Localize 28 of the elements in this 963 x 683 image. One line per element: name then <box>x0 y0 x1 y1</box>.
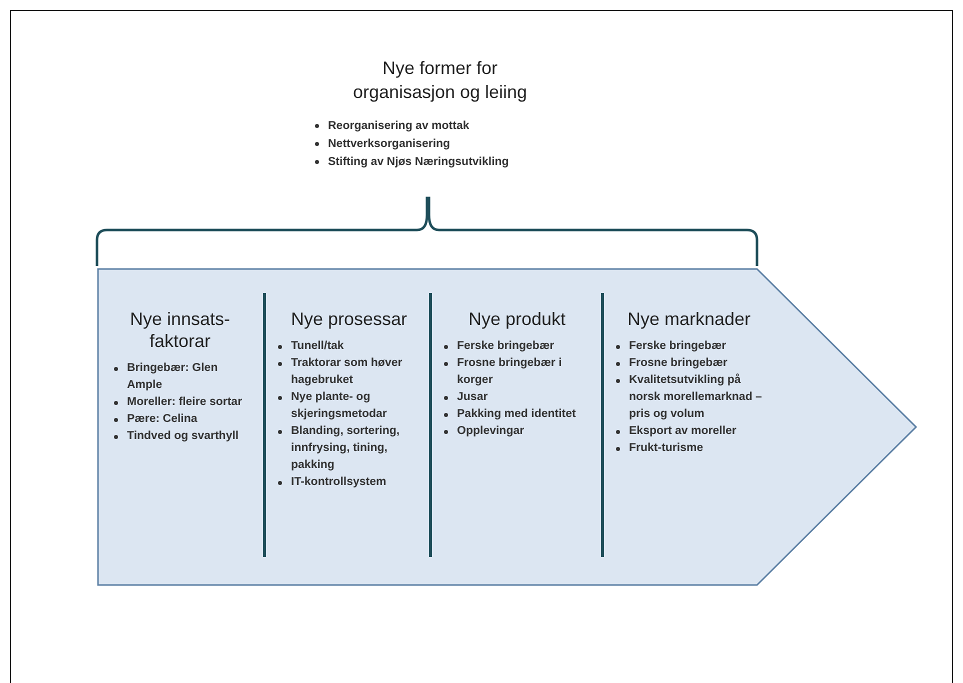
bullet-item: Ferske bringebær <box>629 339 728 354</box>
bullet-item: Jusar <box>457 390 489 405</box>
bullet-item: Moreller: fleire sortar <box>127 395 244 410</box>
bullet-item: Traktorar som høver hagebruket <box>291 356 404 388</box>
bullet-item: Pakking med identitet <box>457 407 577 422</box>
bullet-item: Frukt-turisme <box>629 441 704 456</box>
column-heading: Nye produkt <box>467 308 567 330</box>
column-heading: Nye marknader <box>626 308 752 330</box>
bullet-item: IT-kontrollsystem <box>291 475 388 490</box>
bullet-item: Tindved og svarthyll <box>127 429 240 444</box>
column-heading: Nye innsats-faktorar <box>128 308 232 352</box>
bullet-item: Tunell/tak <box>291 339 345 354</box>
bullet-item: Kvalitetsutvikling på norsk morellemarknad – pris og volum <box>629 372 763 422</box>
bullet-item: Frosne bringebær <box>629 356 728 371</box>
chevron-arrow <box>97 268 917 586</box>
bullet-item: Ferske bringebær <box>457 339 556 354</box>
bullet-item: Frosne bringebær i korger <box>457 356 563 388</box>
bullet-item: Bringebær: Glen Ample <box>127 361 219 393</box>
bullet-item: Blanding, sortering, innfrysing, tining, pakking <box>291 424 401 473</box>
column-heading: Nye prosessar <box>290 308 408 330</box>
bullet-item: Opplevingar <box>457 424 526 439</box>
bullet-item: Eksport av moreller <box>629 424 738 439</box>
bullet-item: Stifting av Njøs Næringsutvikling <box>328 155 510 170</box>
bullet-item: Nye plante- og skjeringsmetodar <box>291 390 388 422</box>
bullet-item: Pære: Celina <box>127 412 198 427</box>
bullet-item: Reorganisering av mottak <box>328 119 470 134</box>
heading: Nye former for organisasjon og leiing <box>352 57 528 104</box>
bullet-item: Nettverksorganisering <box>328 137 452 152</box>
